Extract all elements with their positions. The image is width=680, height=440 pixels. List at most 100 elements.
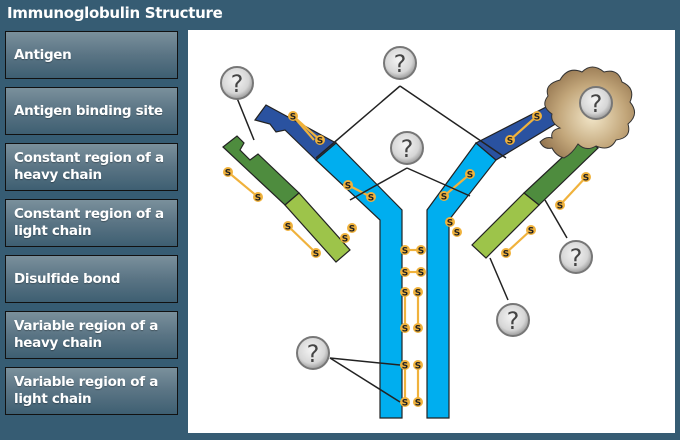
- sulfur-atom: [413, 287, 423, 297]
- sulfur-label: S: [402, 325, 408, 335]
- sulfur-label: S: [368, 194, 374, 204]
- question-icon: [559, 240, 593, 274]
- sulfur-label: S: [557, 202, 563, 212]
- sulfur-label: S: [402, 362, 408, 372]
- sulfur-label: S: [225, 169, 231, 179]
- sulfur-atom: [400, 360, 410, 370]
- page-title: Immunoglobulin Structure: [7, 4, 223, 22]
- sulfur-label: S: [349, 225, 355, 235]
- sulfur-label: S: [342, 235, 348, 245]
- drop-target-hotspot[interactable]: ?: [496, 303, 530, 337]
- sulfur-atom: [526, 225, 536, 235]
- sulfur-atom: [581, 172, 591, 182]
- sulfur-atom: [452, 227, 462, 237]
- sulfur-label: S: [507, 137, 513, 147]
- sulfur-label: S: [583, 174, 589, 184]
- question-mark: ?: [590, 90, 603, 118]
- sulfur-label: S: [447, 219, 453, 229]
- drop-target-hotspot[interactable]: ?: [579, 86, 613, 120]
- sulfur-label: S: [534, 113, 540, 123]
- sulfur-label: S: [402, 247, 408, 257]
- question-mark: ?: [307, 340, 320, 368]
- sulfur-atom: [340, 233, 350, 243]
- sulfur-label: S: [285, 223, 291, 233]
- heavy-chain-left-variable: [253, 104, 338, 161]
- question-icon: [390, 131, 424, 165]
- label-button-constant-heavy[interactable]: Constant region of a heavy chain: [5, 143, 178, 191]
- drop-target-hotspot[interactable]: ?: [220, 66, 254, 100]
- sulfur-atom: [416, 267, 426, 277]
- label-button-antigen-binding-site[interactable]: Antigen binding site: [5, 87, 178, 135]
- drop-target-hotspot[interactable]: ?: [383, 46, 417, 80]
- sulfur-label: S: [415, 325, 421, 335]
- label-button-variable-light[interactable]: Variable region of a light chain: [5, 367, 178, 415]
- label-button-antigen[interactable]: Antigen: [5, 31, 178, 79]
- sulfur-label: S: [467, 171, 473, 181]
- sulfur-label: S: [290, 113, 296, 123]
- sulfur-label: S: [255, 194, 261, 204]
- sulfur-atom: [400, 397, 410, 407]
- sulfur-atom: [253, 192, 263, 202]
- sulfur-label: S: [454, 229, 460, 239]
- question-mark: ?: [394, 50, 407, 78]
- sulfur-atom: [532, 111, 542, 121]
- sulfur-label: S: [415, 362, 421, 372]
- drop-target-hotspot[interactable]: ?: [559, 240, 593, 274]
- sulfur-atom: [315, 135, 325, 145]
- sulfur-atom: [288, 111, 298, 121]
- sulfur-atom: [343, 180, 353, 190]
- sulfur-atom: [505, 135, 515, 145]
- sulfur-atom: [400, 287, 410, 297]
- sulfur-label: S: [503, 250, 509, 260]
- label-button-disulfide-bond[interactable]: Disulfide bond: [5, 255, 178, 303]
- question-icon: [383, 46, 417, 80]
- sulfur-atom: [400, 245, 410, 255]
- question-mark: ?: [570, 244, 583, 272]
- sulfur-atom: [366, 192, 376, 202]
- sulfur-atom: [347, 223, 357, 233]
- heavy-chain-right-constant: [426, 142, 497, 419]
- sulfur-atom: [400, 323, 410, 333]
- sulfur-atom: [555, 200, 565, 210]
- sulfur-label: S: [345, 182, 351, 192]
- drop-target-hotspot[interactable]: ?: [390, 131, 424, 165]
- sulfur-atom: [416, 245, 426, 255]
- question-mark: ?: [401, 135, 414, 163]
- sulfur-atom: [223, 167, 233, 177]
- sulfur-label: S: [441, 193, 447, 203]
- sulfur-label: S: [418, 247, 424, 257]
- sulfur-atom: [501, 248, 511, 258]
- disulfide-bonds: [227, 115, 587, 402]
- sulfur-atom: [413, 360, 423, 370]
- sulfur-label: S: [415, 399, 421, 409]
- label-button-constant-light[interactable]: Constant region of a light chain: [5, 199, 178, 247]
- light-chain-right-constant: [471, 192, 540, 259]
- sulfur-label: S: [418, 269, 424, 279]
- sulfur-atom: [413, 397, 423, 407]
- sulfur-atom: [311, 248, 321, 258]
- light-chain-left-constant: [284, 192, 351, 263]
- sulfur-atom: [283, 221, 293, 231]
- sulfur-label: S: [402, 399, 408, 409]
- label-button-variable-heavy[interactable]: Variable region of a heavy chain: [5, 311, 178, 359]
- sulfur-atom: [400, 267, 410, 277]
- question-icon: [579, 86, 613, 120]
- drop-target-hotspot[interactable]: ?: [296, 336, 330, 370]
- sulfur-label: S: [317, 137, 323, 147]
- question-icon: [220, 66, 254, 100]
- question-mark: ?: [507, 307, 520, 335]
- sulfur-atom: [413, 323, 423, 333]
- sulfur-atom: [465, 169, 475, 179]
- question-icon: [296, 336, 330, 370]
- question-mark: ?: [231, 70, 244, 98]
- sulfur-label: S: [528, 227, 534, 237]
- question-icon: [496, 303, 530, 337]
- sulfur-label: S: [402, 289, 408, 299]
- sulfur-atom: [445, 217, 455, 227]
- sulfur-label: S: [313, 250, 319, 260]
- sulfur-label: S: [415, 289, 421, 299]
- sulfur-atom: [439, 191, 449, 201]
